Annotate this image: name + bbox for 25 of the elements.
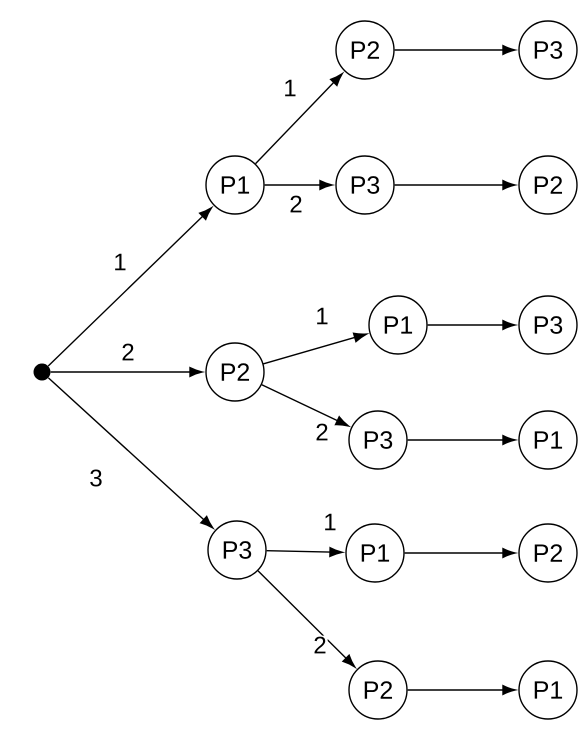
- arrow: [266, 547, 343, 558]
- edge-label: 2: [312, 636, 328, 654]
- arrow: [408, 434, 516, 446]
- arrow: [263, 332, 368, 364]
- arrow: [48, 377, 214, 529]
- arrow: [48, 207, 212, 366]
- arrow: [404, 548, 516, 558]
- arrow: [394, 44, 516, 56]
- edge-label: 2: [288, 194, 304, 214]
- edge-label: 1: [314, 306, 330, 326]
- arrow: [50, 366, 203, 378]
- arrow: [394, 180, 516, 190]
- edge-label: 3: [88, 468, 104, 488]
- start-dot: [34, 364, 50, 380]
- arrow: [264, 180, 333, 190]
- arrow: [258, 570, 356, 668]
- edge-label: 2: [314, 422, 330, 442]
- arrow: [262, 384, 350, 427]
- arrow: [255, 72, 343, 164]
- arrow: [428, 320, 516, 330]
- edge-label: 2: [120, 342, 136, 362]
- edge-label: 1: [322, 512, 338, 532]
- edge-label: 1: [112, 252, 128, 272]
- edge-label: 1: [282, 78, 298, 98]
- arrow: [408, 684, 516, 696]
